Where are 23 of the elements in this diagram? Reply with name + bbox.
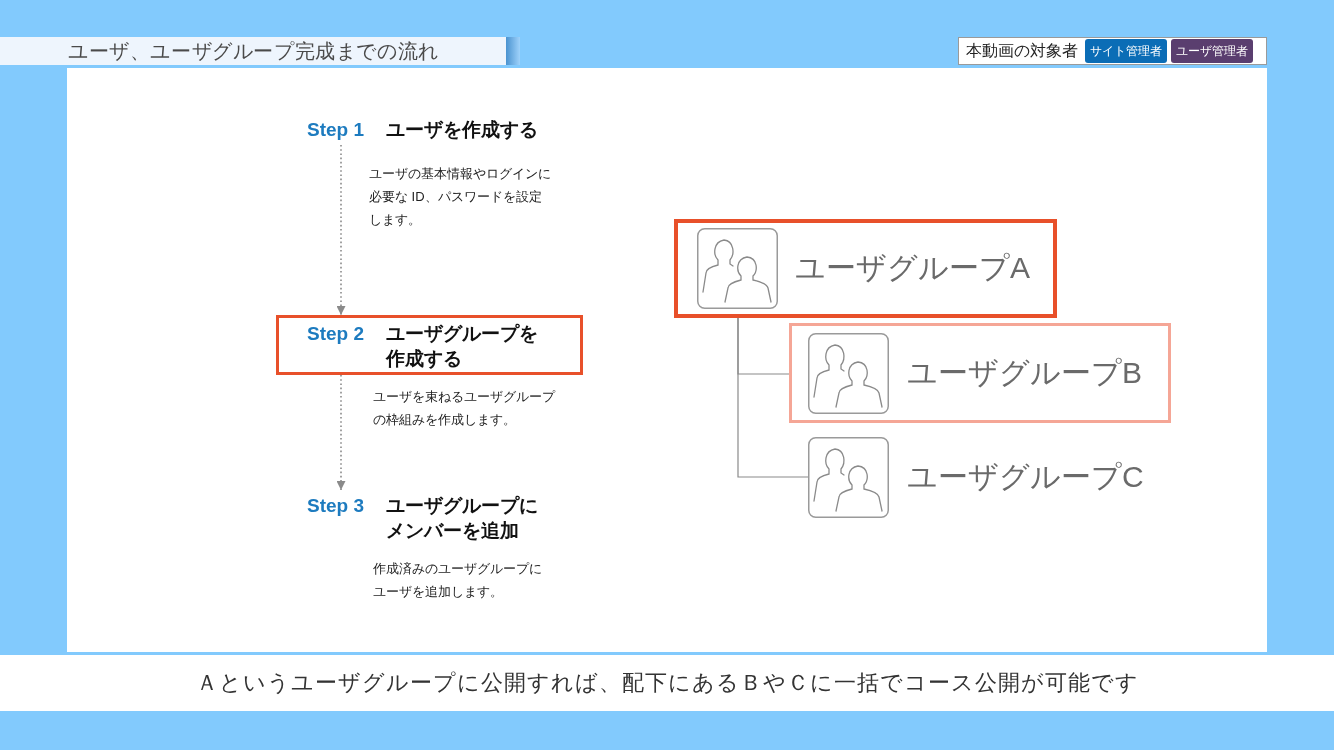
slide-title: ユーザ、ユーザグループ完成までの流れ: [68, 39, 439, 64]
group-name: ユーザグループC: [907, 459, 1144, 495]
step-title: ユーザグループを作成する: [386, 322, 539, 371]
step-title: ユーザグループにメンバーを追加: [386, 494, 539, 543]
audience-label: 本動画の対象者: [966, 40, 1078, 61]
arrow: [336, 374, 346, 491]
group-box: [789, 323, 1171, 423]
step-description: ユーザを束ねるユーザグループの枠組みを作成します。: [373, 388, 557, 429]
role-tag: ユーザ管理者: [1171, 39, 1253, 63]
group-box: [674, 219, 1057, 318]
role-tag: サイト管理者: [1085, 39, 1167, 63]
caption-text: Ａというユーザグループに公開すれば、配下にあるＢやＣに一括でコース公開が可能です: [195, 669, 1139, 697]
step-number: Step 1: [307, 118, 366, 142]
group-name: ユーザグループA: [795, 250, 1030, 286]
arrow: [336, 144, 346, 316]
step-title: ユーザを作成する: [386, 118, 539, 142]
step-box: [276, 315, 583, 375]
step-description: ユーザの基本情報やログインに必要な ID、パスワードを設定します。: [369, 165, 552, 229]
group-name: ユーザグループB: [907, 354, 1142, 391]
connector-line: [737, 317, 809, 478]
step-description: 作成済みのユーザグループにユーザを追加します。: [373, 560, 543, 601]
step-number: Step 2: [307, 322, 366, 346]
step-number: Step 3: [307, 494, 366, 518]
